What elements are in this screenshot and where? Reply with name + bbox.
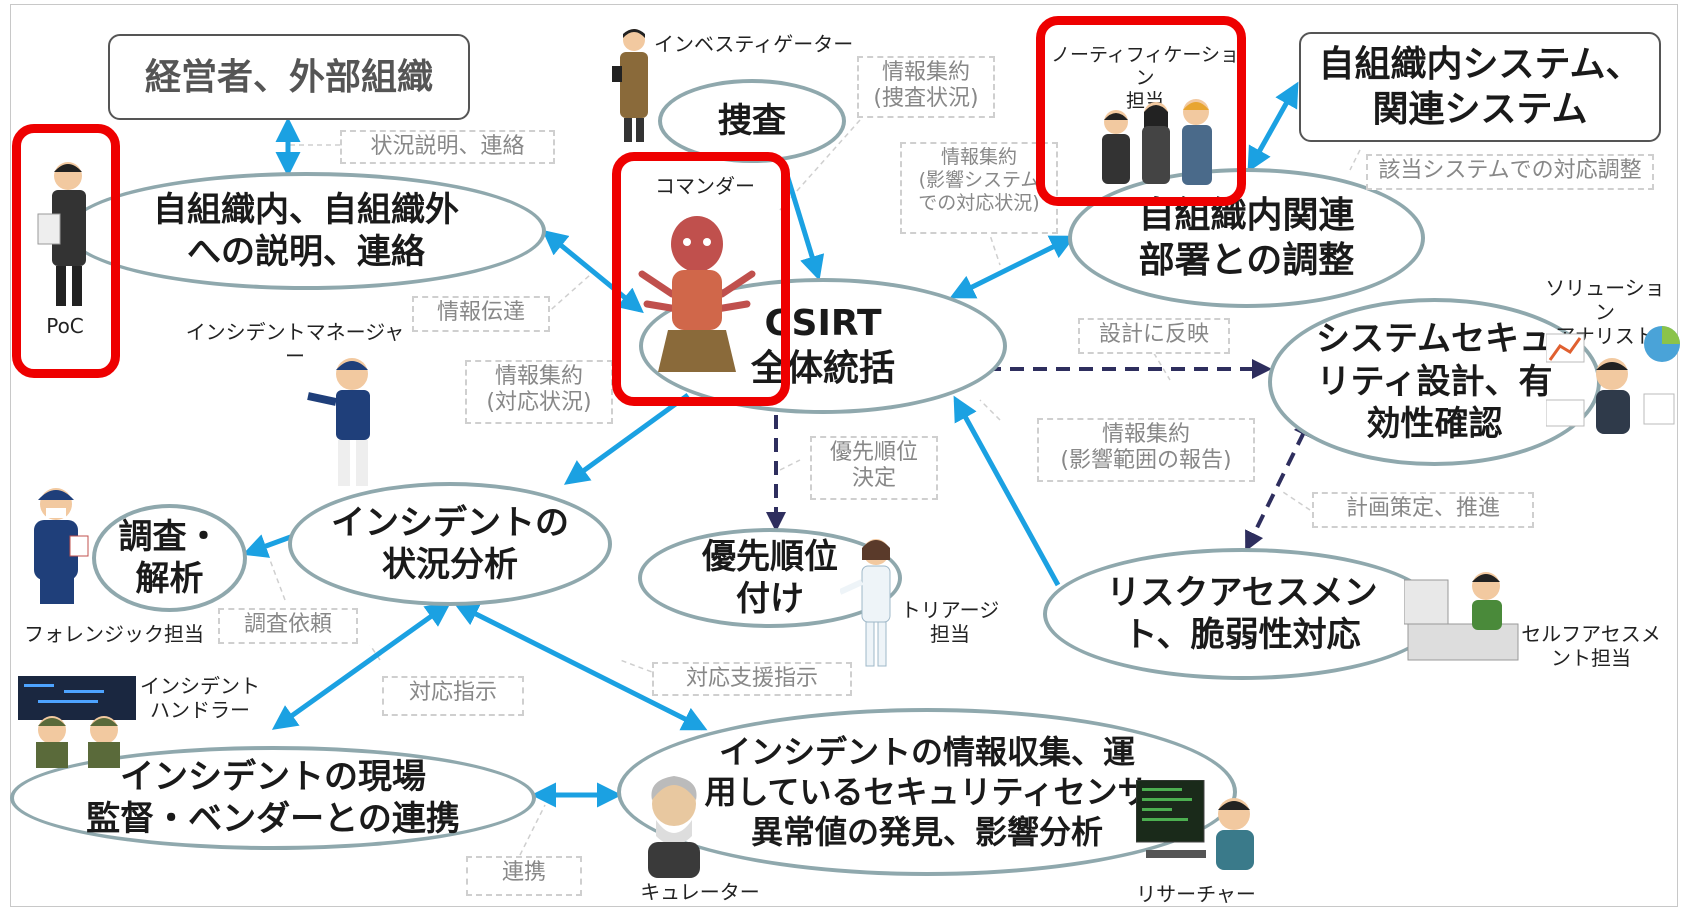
highlight-notification [1036,16,1246,206]
arrow-risk-systemsecurity [1245,416,1312,552]
note-info-summary-impact: 情報集約 (影響範囲の報告) [1037,418,1255,482]
role-investigator: インベスティゲーター [654,32,854,56]
commander-figure [638,216,756,372]
arrow-analysis-forensics [242,532,297,558]
node-forensics: 調査・ 解析 [92,504,247,612]
curator-figure [648,776,700,878]
triage-figure [840,539,891,667]
role-forensic: フォレンジック担当 [24,622,204,646]
role-commander: コマンダー [655,174,755,198]
note-info-transfer: 情報伝達 [412,296,550,332]
node-priority: 優先順位 付け [638,528,902,628]
role-self-assessment: セルフアセスメ ント担当 [1521,622,1661,670]
arrow-analysis-site [271,602,452,730]
note-info-summary-system: 情報集約 (影響システム での対応状況) [900,142,1058,234]
note-response-support: 対応支援指示 [652,662,852,696]
arrow-explain-csirt [542,229,644,314]
node-system-security: システムセキュ リティ設計、有 効性確認 [1268,298,1601,466]
poc-figure [37,162,86,306]
diagram-frame [10,4,1678,907]
solution-analyst-figure [1546,326,1680,434]
note-priority-decision: 優先順位 決定 [810,436,938,500]
note-response-instruction: 対応指示 [382,676,524,716]
note-status-explain: 状況説明、連絡 [340,130,555,164]
note-investigation-request: 調査依頼 [218,608,358,644]
arrow-risk-csirt [953,395,1061,587]
role-poc: PoC [46,314,84,338]
role-researcher: リサーチャー [1136,882,1256,906]
forensic-figure [34,488,89,604]
note-cooperation: 連携 [466,856,582,896]
arrow-csirt-analysis [563,392,690,485]
arrow-internal-systems [1247,81,1299,173]
role-curator: キュレーター [640,880,760,904]
node-explain-contact: 自組織内、自組織外 への説明、連絡 [66,172,546,290]
note-design-reflect: 設計に反映 [1078,318,1230,354]
researcher-figure [1136,780,1254,870]
node-investigation: 捜査 [658,79,846,163]
incident-handler-figure [18,676,136,768]
note-plan-promote: 計画策定、推進 [1312,492,1534,528]
arrow-csirt-internal [949,235,1076,299]
node-risk-assessment: リスクアセスメン ト、脆弱性対応 [1043,548,1441,680]
note-info-summary-response: 情報集約 (対応状況) [465,360,613,424]
node-internal-coord: 自組織内関連 部署との調整 [1068,168,1425,308]
note-system-adjust: 該当システムでの対応調整 [1366,154,1654,190]
role-incident-handler: インシデント ハンドラー [140,674,260,722]
notification-team-figure [1102,99,1212,185]
incident-manager-figure [307,358,370,486]
node-incident-site: インシデントの現場 監督・ベンダーとの連携 [10,746,536,850]
arrow-analysis-collection [453,602,708,731]
self-assessment-figure [1404,572,1519,661]
node-info-collection: インシデントの情報収集、運 用しているセキュリティセンサ 異常値の発見、影響分析 [617,708,1237,876]
node-incident-analysis: インシデントの 状況分析 [288,482,612,606]
role-incident-manager: インシデントマネージャー [185,320,405,368]
note-info-summary-investigation: 情報集約 (捜査状況) [857,56,995,118]
role-triage: トリアージ 担当 [900,598,1000,646]
highlight-commander [612,152,790,406]
highlight-poc [12,124,120,378]
node-exec-external: 経営者、外部組織 [108,34,470,120]
node-internal-systems: 自組織内システム、 関連システム [1299,32,1661,142]
investigator-figure [612,29,648,142]
